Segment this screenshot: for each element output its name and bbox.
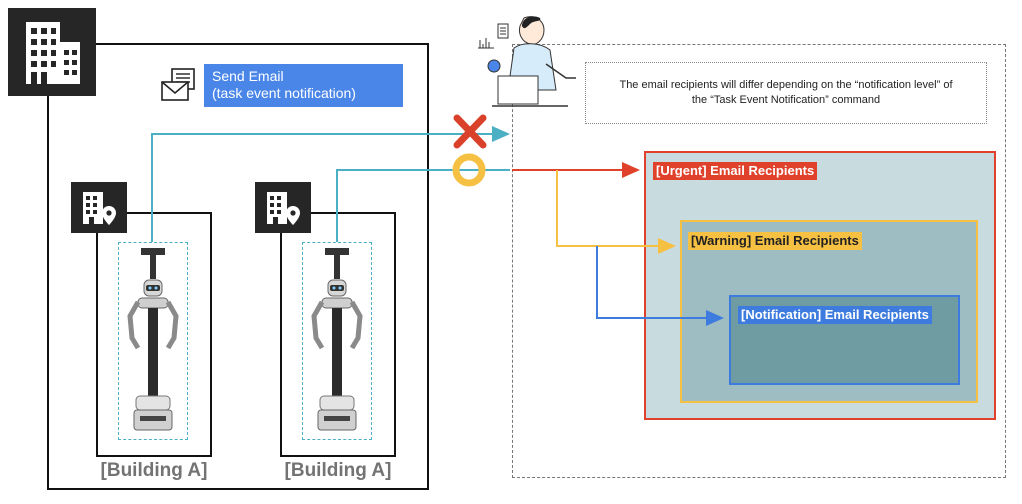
recipient-area-frame	[512, 44, 1006, 478]
arrow-warning	[556, 170, 676, 254]
office-building-icon	[8, 8, 96, 96]
send-email-line1: Send Email	[212, 68, 284, 84]
connector-right-robot	[336, 169, 510, 242]
robot-icon	[124, 246, 182, 436]
building-label-left: [Building A]	[100, 460, 208, 481]
warning-recipients-label: [Warning] Email Recipients	[688, 232, 862, 250]
building-frame-left	[96, 212, 212, 457]
building-location-icon	[255, 182, 311, 233]
robot-frame-left	[118, 242, 188, 440]
x-mark-icon	[453, 114, 487, 149]
urgent-recipients-label: [Urgent] Email Recipients	[653, 162, 818, 180]
main-building-frame	[47, 43, 429, 490]
send-email-line2: (task event notification)	[212, 85, 356, 101]
note-line2: the “Task Event Notification” command	[691, 94, 881, 106]
send-email-label: Send Email (task event notification)	[204, 64, 403, 107]
arrow-notification	[596, 246, 724, 326]
person-at-laptop-icon	[472, 14, 580, 114]
notification-recipients-label: [Notification] Email Recipients	[738, 306, 932, 324]
building-location-icon	[71, 182, 127, 233]
connector-left-robot	[151, 126, 510, 242]
robot-icon	[308, 246, 366, 436]
note-line1: The email recipients will differ dependi…	[619, 79, 953, 91]
note-box: The email recipients will differ dependi…	[585, 62, 987, 124]
building-label-right: [Building A]	[284, 460, 392, 481]
circle-mark-icon	[452, 153, 486, 187]
email-document-icon	[160, 66, 200, 104]
robot-frame-right	[302, 242, 372, 440]
